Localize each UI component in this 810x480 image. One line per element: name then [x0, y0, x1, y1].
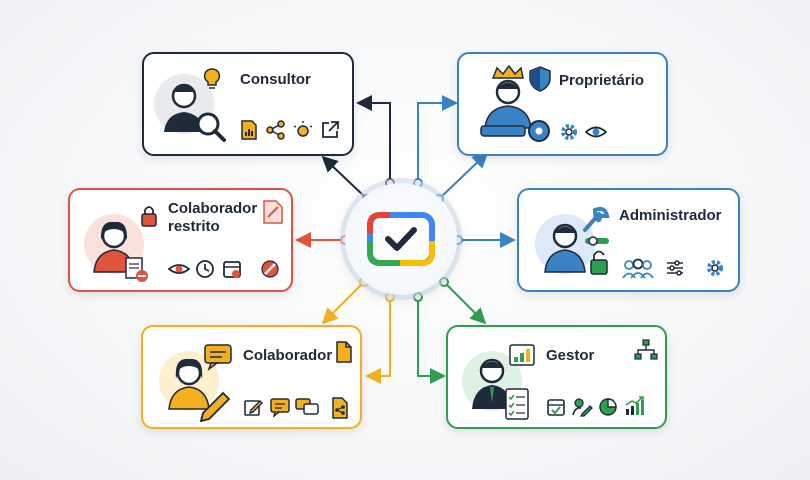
colaborador-avatar [159, 344, 232, 423]
central-hub [345, 183, 457, 295]
document-chart-icon [241, 120, 257, 140]
connector-consultor-diag [321, 155, 366, 198]
users-group-icon [622, 258, 654, 279]
external-link-icon [322, 121, 339, 138]
idea-icon [293, 121, 313, 137]
proprietario-title: Proprietário [559, 72, 645, 89]
share-icon [266, 120, 285, 140]
colaborador-title: Colaborador [243, 347, 333, 364]
connector-gestor-elbow [417, 300, 446, 384]
settings-icon [561, 124, 577, 140]
connector-colaborador-diag [321, 283, 363, 325]
connector-dot [439, 277, 449, 287]
proprietario-avatar [480, 64, 550, 142]
restricted-document-icon [263, 200, 283, 224]
calendar-icon [223, 261, 241, 278]
pie-chart-icon [599, 398, 617, 416]
administrador-avatar [535, 206, 610, 275]
card-proprietario: Proprietário [457, 52, 668, 156]
colaborador-restrito-title-line1: Colaborador [168, 200, 258, 217]
consultor-avatar [154, 74, 226, 142]
card-gestor: Gestor [446, 325, 667, 429]
connector-consultor-elbow [356, 95, 391, 180]
eye-icon [168, 264, 190, 274]
card-colaborador: Colaborador [141, 325, 362, 429]
clock-icon [196, 260, 214, 278]
connector-dot [413, 292, 423, 302]
administrador-title: Administrador [619, 207, 722, 224]
share-document-icon [332, 397, 348, 419]
eye-icon [585, 126, 607, 138]
lightbulb-icon [203, 68, 221, 89]
conversation-icon [295, 398, 319, 415]
connector-proprietario-elbow [417, 95, 458, 180]
user-edit-icon [572, 398, 593, 417]
edit-icon [244, 400, 263, 416]
card-colaborador-restrito: Colaborador restrito [68, 188, 293, 292]
colaborador-restrito-title: Colaborador restrito [168, 200, 257, 236]
shield-icon [529, 66, 551, 92]
comment-icon [270, 398, 290, 417]
calendar-check-icon [547, 399, 565, 416]
colaborador-restrito-title-line2: restrito [168, 218, 220, 235]
colaborador-restrito-avatar [84, 206, 157, 282]
connector-proprietario-diag [440, 151, 489, 198]
consultor-title: Consultor [240, 71, 311, 88]
document-icon [336, 341, 352, 363]
growth-chart-icon [625, 396, 644, 415]
gestor-avatar [462, 344, 535, 420]
connector-gestor-diag [445, 283, 487, 325]
block-icon [261, 260, 279, 278]
card-administrador: Administrador [517, 188, 740, 292]
card-consultor: Consultor [142, 52, 354, 156]
gear-icon [707, 260, 723, 276]
connector-colaborador-elbow [365, 300, 391, 384]
checkmark-icon [367, 212, 435, 266]
sliders-icon [667, 260, 683, 276]
gestor-title: Gestor [546, 347, 595, 364]
org-chart-icon [634, 339, 658, 360]
